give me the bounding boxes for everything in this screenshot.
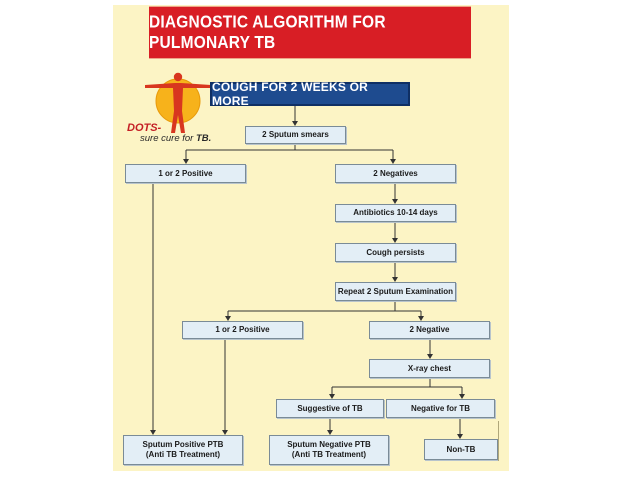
node-two-negative: 2 Negative (369, 321, 490, 339)
node-sputum-negative-line2: (Anti TB Treatment) (291, 450, 367, 459)
node-sputum-positive-line2: (Anti TB Treatment) (145, 450, 221, 459)
node-sputum-positive-ptb: Sputum Positive PTB (Anti TB Treatment) (123, 435, 243, 465)
logo-tagline: sure cure for TB. (140, 133, 212, 144)
node-suggestive-of-tb-label: Suggestive of TB (297, 403, 363, 413)
node-non-tb-label: Non-TB (446, 444, 476, 454)
poster: DIAGNOSTIC ALGORITHM FOR PULMONARY TB DO… (113, 5, 509, 471)
node-suggestive-of-tb: Suggestive of TB (276, 399, 384, 418)
start-node: COUGH FOR 2 WEEKS OR MORE (210, 80, 410, 108)
node-two-negatives-label: 2 Negatives (373, 168, 418, 178)
title-banner: DIAGNOSTIC ALGORITHM FOR PULMONARY TB (149, 6, 471, 59)
node-sputum-smears-label: 2 Sputum smears (262, 130, 329, 139)
node-sputum-negative-ptb: Sputum Negative PTB (Anti TB Treatment) (269, 435, 389, 465)
diagram-title: DIAGNOSTIC ALGORITHM FOR PULMONARY TB (149, 11, 386, 53)
node-negative-for-tb-label: Negative for TB (410, 403, 471, 413)
node-non-tb: Non-TB (424, 439, 498, 460)
node-cough-persists-label: Cough persists (366, 247, 425, 257)
node-sputum-smears: 2 Sputum smears (245, 126, 346, 144)
node-antibiotics: Antibiotics 10-14 days (335, 204, 456, 222)
node-two-negatives: 2 Negatives (335, 164, 456, 183)
node-positive-first-label: 1 or 2 Positive (158, 168, 213, 178)
node-xray-chest-label: X-ray chest (407, 363, 452, 373)
node-cough-persists: Cough persists (335, 243, 456, 262)
node-sputum-positive-line1: Sputum Positive PTB (142, 440, 224, 449)
node-two-negative-label: 2 Negative (409, 325, 450, 334)
node-positive-second: 1 or 2 Positive (182, 321, 303, 339)
side-stamp (498, 421, 505, 461)
node-repeat-exam-label: Repeat 2 Sputum Examination (337, 286, 454, 296)
start-node-label: COUGH FOR 2 WEEKS OR MORE (212, 80, 369, 108)
node-xray-chest: X-ray chest (369, 359, 490, 378)
logo-brand: DOTS- (127, 122, 162, 134)
dots-logo-icon (145, 72, 211, 133)
node-positive-first: 1 or 2 Positive (125, 164, 246, 183)
node-negative-for-tb: Negative for TB (386, 399, 495, 418)
node-repeat-exam: Repeat 2 Sputum Examination (335, 282, 456, 301)
node-antibiotics-label: Antibiotics 10-14 days (353, 208, 438, 217)
connector-lines (150, 106, 465, 439)
node-positive-second-label: 1 or 2 Positive (215, 325, 270, 334)
node-sputum-negative-line1: Sputum Negative PTB (287, 440, 371, 449)
